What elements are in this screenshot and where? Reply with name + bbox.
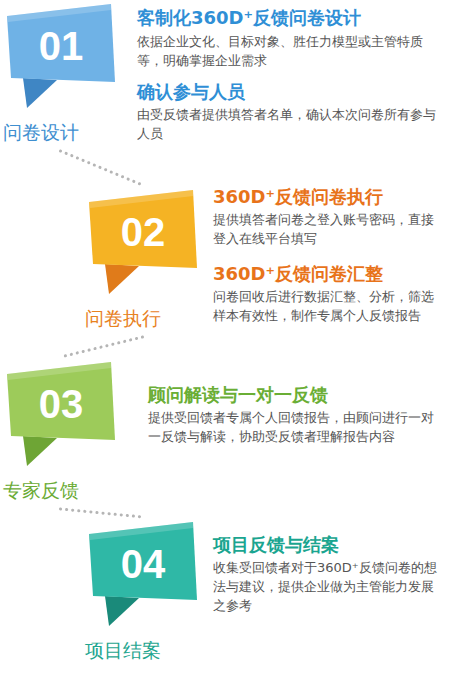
section-heading: 360D⁺反馈问卷汇整 xyxy=(213,262,445,286)
banner-face xyxy=(7,362,115,440)
step-label: 问卷执行 xyxy=(85,306,161,332)
step-label: 专家反馈 xyxy=(3,478,79,504)
banner-fold xyxy=(23,436,57,466)
step-number: 03 xyxy=(11,374,111,434)
banner-highlight xyxy=(89,522,193,540)
step-label: 项目结案 xyxy=(85,638,161,664)
banner-fold xyxy=(105,596,139,626)
section-body: 提供受回馈者专属个人回馈报告，由顾问进行一对一反馈与解读，协助受反馈者理解报告内… xyxy=(148,409,438,447)
banner-face xyxy=(89,190,197,268)
step-number: 02 xyxy=(93,202,193,262)
step-number: 04 xyxy=(93,534,193,594)
section-heading: 确认参与人员 xyxy=(137,80,442,104)
section-heading: 客制化360D⁺反馈问卷设计 xyxy=(137,6,442,30)
section-body: 提供填答者问卷之登入账号密码，直接登入在线平台填写 xyxy=(213,211,443,249)
section-body: 收集受回馈者对于360D⁺反馈问卷的想法与建议，提供企业做为主管能力发展之参考 xyxy=(213,559,443,616)
section-heading: 360D⁺反馈问卷执行 xyxy=(213,185,445,209)
banner-fold xyxy=(105,264,139,294)
dotted-line xyxy=(61,509,143,517)
dotted-connector xyxy=(61,151,143,185)
dotted-line xyxy=(61,337,143,357)
dotted-connector xyxy=(61,509,143,517)
section-heading: 项目反馈与结案 xyxy=(213,533,445,557)
ribbon-banner: 03 专家反馈 xyxy=(3,360,118,506)
banner-face xyxy=(89,522,197,600)
step-label: 问卷设计 xyxy=(3,120,79,146)
ribbon-banner: 01 问卷设计 xyxy=(3,2,118,148)
banner-highlight xyxy=(89,190,193,208)
dotted-line xyxy=(61,151,143,185)
banner-highlight xyxy=(7,362,111,380)
section-body: 问卷回收后进行数据汇整、分析，筛选样本有效性，制作专属个人反馈报告 xyxy=(213,288,443,326)
banner-face xyxy=(7,4,115,82)
section-body: 由受反馈者提供填答者名单，确认本次问卷所有参与人员 xyxy=(137,106,437,144)
banner-highlight xyxy=(7,4,111,22)
ribbon-banner: 02 问卷执行 xyxy=(85,188,200,334)
section-body: 依据企业文化、目标对象、胜任力模型或主管特质等，明确掌握企业需求 xyxy=(137,33,437,71)
section-heading: 顾问解读与一对一反馈 xyxy=(148,383,443,407)
banner-fold xyxy=(23,78,57,108)
ribbon-banner: 04 项目结案 xyxy=(85,520,200,666)
step-number: 01 xyxy=(11,16,111,76)
dotted-connector xyxy=(61,337,143,357)
